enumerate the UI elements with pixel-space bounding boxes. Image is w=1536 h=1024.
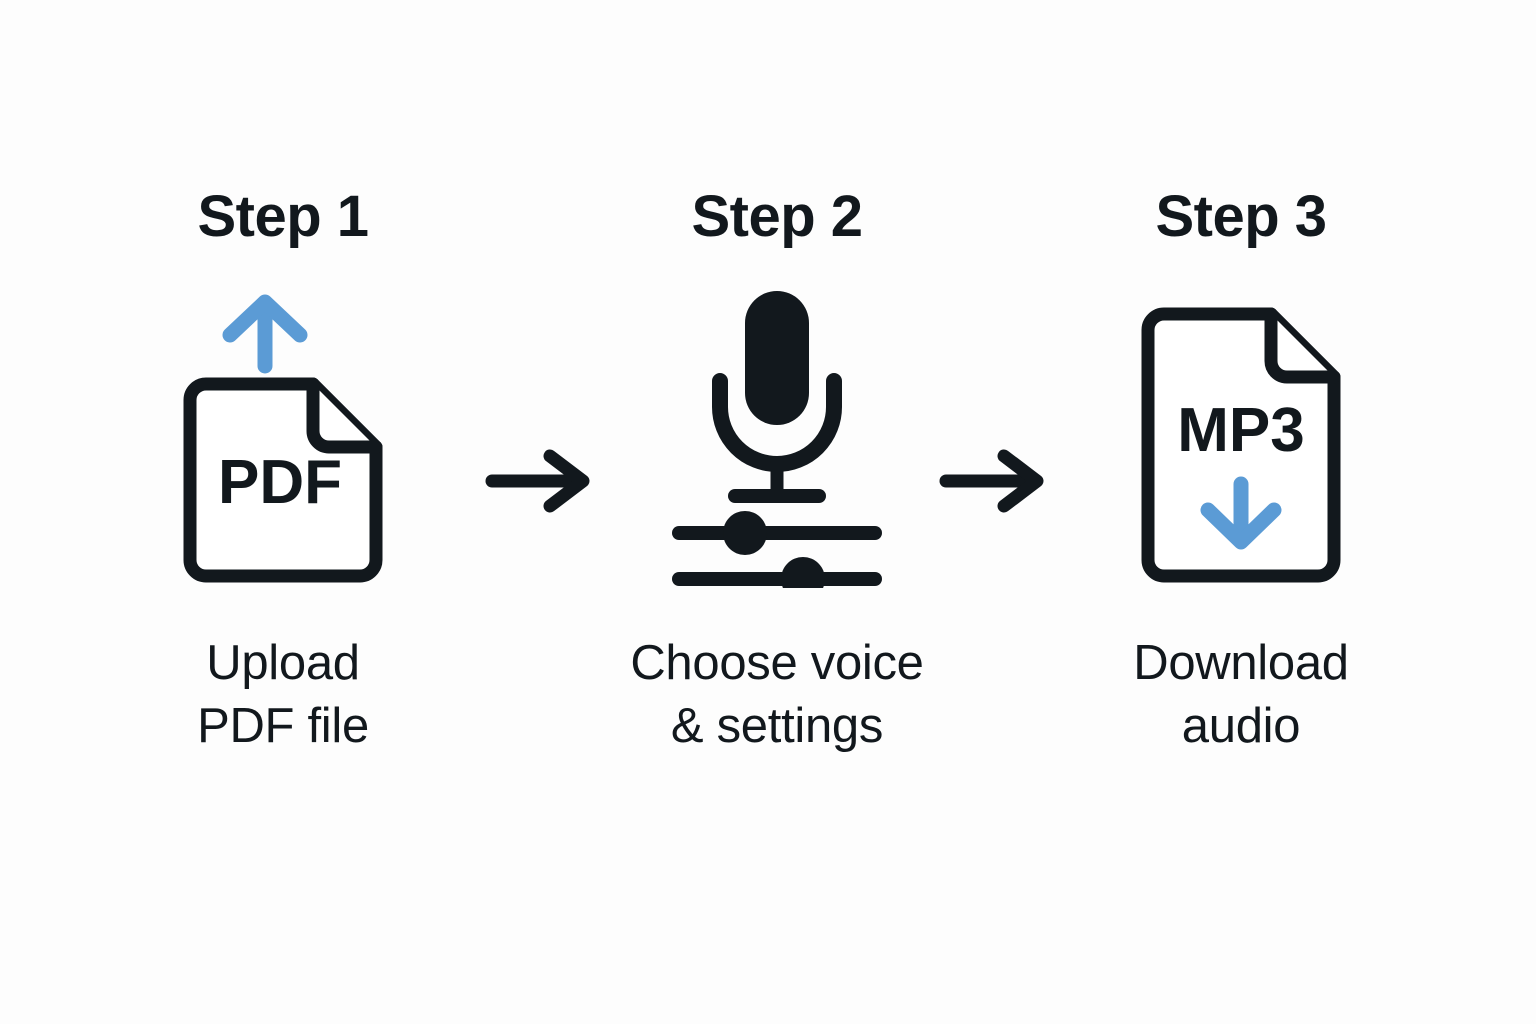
step-1-caption: Upload PDF file bbox=[197, 636, 369, 753]
mp3-label: MP3 bbox=[1177, 396, 1304, 465]
microphone-settings-icon bbox=[672, 291, 882, 588]
step-1-group: Step 1 PDF Upload PDF file bbox=[118, 188, 448, 757]
step-3-caption: Download audio bbox=[1133, 636, 1349, 753]
connector-1 bbox=[482, 446, 602, 516]
step-3-group: Step 3 MP3 Download audio bbox=[1076, 188, 1406, 757]
step-1-title: Step 1 bbox=[197, 184, 369, 249]
step-3-visual: MP3 bbox=[1126, 288, 1356, 588]
step-2-title: Step 2 bbox=[691, 184, 863, 249]
step-3-title: Step 3 bbox=[1155, 184, 1327, 249]
upload-arrow-icon bbox=[222, 294, 308, 374]
pdf-label: PDF bbox=[218, 448, 342, 517]
document-outline bbox=[183, 377, 383, 583]
microphone-capsule bbox=[745, 291, 809, 425]
step-2-caption: Choose voice & settings bbox=[630, 636, 924, 753]
step-1-visual: PDF bbox=[168, 288, 398, 588]
connector-2 bbox=[936, 446, 1056, 516]
settings-slider-1[interactable] bbox=[672, 511, 882, 555]
mp3-download-icon: MP3 bbox=[1141, 307, 1341, 583]
document-outline bbox=[1141, 307, 1341, 583]
step-2-group: Step 2 bbox=[612, 188, 942, 757]
arrow-right-icon bbox=[485, 449, 590, 513]
settings-slider-2[interactable] bbox=[672, 557, 882, 588]
slider-2-handle[interactable] bbox=[781, 557, 825, 588]
download-arrow-icon bbox=[1200, 476, 1282, 550]
slider-1-handle[interactable] bbox=[723, 511, 767, 555]
arrow-right-icon bbox=[939, 449, 1044, 513]
pdf-upload-icon: PDF bbox=[183, 294, 383, 583]
step-2-visual bbox=[667, 288, 887, 588]
